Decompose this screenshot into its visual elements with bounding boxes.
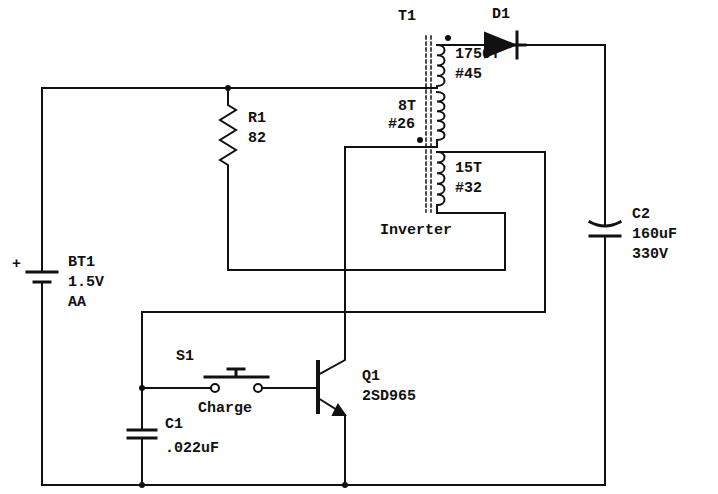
turns-count: 8T [398,98,416,116]
part-label: BT1 [68,254,95,272]
wire [142,387,211,389]
wire [262,387,318,389]
switch-name: Charge [198,400,252,418]
junction-dot [139,385,145,391]
resistor-symbol [220,88,505,270]
capacitor-symbol [128,429,156,432]
part-label: S1 [176,348,194,366]
switch-button [205,369,268,377]
junction-dot [139,482,145,488]
wire-gauge: #26 [388,116,415,134]
wire [42,87,428,89]
wire [604,236,606,485]
part-label: Q1 [362,368,380,386]
wire [437,44,485,46]
junction-dot [225,85,231,91]
transformer-core [426,36,431,212]
transistor-symbol [316,362,320,412]
turns-count: 1750T [455,46,500,64]
part-label: C1 [165,416,183,434]
transistor-symbol [318,398,345,485]
switch-contact [211,384,219,392]
polarity-sign: + [12,256,21,274]
part-label: D1 [492,6,510,24]
battery-size: AA [68,294,86,312]
wire [141,438,143,485]
junction-dot [342,482,348,488]
polarity-dot [445,35,451,41]
polarity-dot [417,137,423,143]
wire [41,88,43,272]
section-label: Inverter [380,222,452,240]
emitter-arrow [333,405,345,415]
wire [318,140,437,375]
transformer-winding [437,92,445,140]
capacitor-symbol [590,222,620,226]
transformer-winding [437,152,445,205]
diode-symbol [515,32,525,58]
battery-symbol [27,271,57,274]
part-label: C2 [632,206,650,224]
wire [142,152,545,430]
wire [525,45,605,225]
transformer-winding [437,45,445,86]
part-label: T1 [398,8,416,26]
wire-gauge: #45 [455,66,482,84]
part-number: 2SD965 [362,388,416,406]
voltage-rating: 330V [632,246,668,264]
capacitance-value: .022uF [165,440,219,458]
wire [428,87,437,89]
battery-symbol [34,281,50,284]
wire-gauge: #32 [455,180,482,198]
switch-contact [254,384,262,392]
resistor-value: 82 [248,130,266,148]
capacitance-value: 160uF [632,226,677,244]
part-label: R1 [248,110,266,128]
voltage-value: 1.5V [68,274,104,292]
turns-count: 15T [455,160,482,178]
